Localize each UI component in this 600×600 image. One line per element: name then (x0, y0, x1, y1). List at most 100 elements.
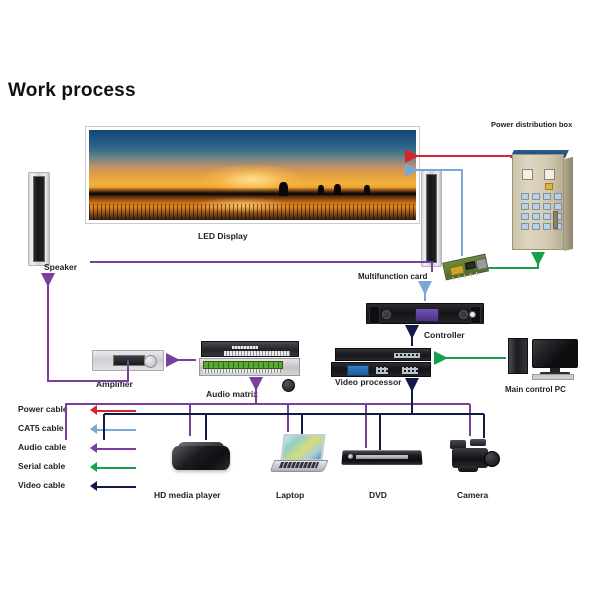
video-processor[interactable] (331, 348, 431, 378)
camera-body (452, 448, 488, 468)
laptop-keyboard (278, 462, 320, 468)
led-display-label: LED Display (198, 231, 248, 241)
legend-line (94, 410, 136, 412)
pin (464, 274, 466, 279)
breaker-switch[interactable] (554, 193, 562, 200)
volume-knob[interactable] (144, 355, 157, 368)
cabinet-side-panel (564, 157, 573, 251)
breaker-switch[interactable] (554, 203, 562, 210)
dvd-sensor (347, 454, 354, 459)
keyboard (532, 374, 574, 380)
multifunction-card-label: Multifunction card (358, 272, 428, 281)
arrow-left-icon (90, 424, 97, 434)
meter-gauge (544, 169, 555, 180)
breaker-switch[interactable] (532, 223, 540, 230)
control-knob[interactable] (459, 310, 468, 319)
breaker-switch[interactable] (521, 203, 529, 210)
camera-mic-hood (470, 439, 486, 446)
led-indicators (232, 346, 258, 349)
amplifier[interactable] (92, 350, 164, 371)
control-knob[interactable] (382, 310, 391, 319)
amplifier-display (113, 355, 145, 366)
speaker-grille (33, 176, 45, 262)
dvd-label: DVD (369, 490, 387, 500)
arrow-left-icon (90, 443, 97, 453)
controller-display (415, 308, 439, 322)
indicator-lamp (545, 183, 553, 190)
hd-media-player[interactable] (172, 440, 230, 472)
legend-label: CAT5 cable (18, 423, 64, 433)
port-array (224, 351, 290, 356)
monitor-base (540, 372, 570, 375)
breaker-switch[interactable] (543, 223, 551, 230)
port-array (376, 367, 388, 374)
legend-label: Video cable (18, 480, 66, 490)
breaker-switch[interactable] (543, 193, 551, 200)
laptop[interactable] (269, 434, 329, 474)
power-distribution-box[interactable] (510, 148, 574, 252)
legend-label: Serial cable (18, 461, 66, 471)
breaker-switch[interactable] (532, 213, 540, 220)
video-processor-upper-unit (335, 348, 431, 361)
camera-lens (484, 451, 500, 467)
dvd-tray (355, 455, 409, 459)
legend-line (94, 429, 136, 431)
amplifier-label: Amplifier (96, 379, 133, 389)
speaker-label: Speaker (44, 262, 78, 272)
camera[interactable] (448, 438, 502, 474)
pc-monitor (532, 339, 578, 368)
breaker-switch[interactable] (532, 193, 540, 200)
cabinet-door-handle[interactable] (553, 211, 558, 229)
audio-matrix[interactable] (199, 341, 300, 392)
video-processor-display (347, 365, 369, 376)
legend-line (94, 486, 136, 488)
speaker-right[interactable] (421, 170, 442, 267)
pin (469, 273, 472, 278)
bush-silhouette (278, 182, 288, 197)
arrow-left-icon (90, 405, 97, 415)
port-array (394, 353, 420, 358)
led-display[interactable] (85, 126, 420, 224)
dvd-player[interactable] (341, 450, 423, 470)
rack-ear (369, 306, 380, 324)
dvd-body (341, 450, 423, 465)
chip (464, 261, 476, 270)
breaker-switch[interactable] (521, 193, 529, 200)
camera-label: Camera (457, 490, 489, 500)
controller-label: Controller (424, 330, 465, 340)
bush-silhouette (317, 184, 324, 195)
led-display-content (89, 130, 416, 220)
pcb-board (442, 253, 489, 281)
connector (475, 257, 489, 271)
audio-matrix-upper-unit (201, 341, 299, 357)
legend-line (94, 467, 136, 469)
laptop-label: Laptop (276, 490, 305, 500)
pin (458, 275, 461, 280)
port-array (402, 367, 418, 374)
pc-tower (508, 338, 528, 374)
breaker-switch[interactable] (543, 203, 551, 210)
grass-silhouette (89, 203, 416, 220)
breaker-switch[interactable] (543, 213, 551, 220)
multifunction-card[interactable] (442, 253, 490, 285)
player-body (172, 446, 230, 470)
breaker-switch[interactable] (532, 203, 540, 210)
control-knob[interactable] (469, 311, 476, 318)
legend-label: Audio cable (18, 442, 67, 452)
main-control-pc[interactable] (508, 338, 582, 380)
cable-serial-to-power-box (488, 252, 545, 269)
hd-media-player-label: HD media player (154, 490, 221, 500)
legend-label: Power cable (18, 404, 68, 414)
breaker-switch[interactable] (521, 223, 529, 230)
control-dial[interactable] (282, 379, 295, 392)
terminal-block (203, 361, 283, 369)
arrow-left-icon (90, 462, 97, 472)
breaker-switch[interactable] (521, 213, 529, 220)
speaker-left[interactable] (28, 172, 50, 266)
cabinet-front-panel (512, 154, 564, 250)
laptop-screen (280, 434, 326, 461)
meter-gauge (522, 169, 533, 180)
speaker-grille (426, 174, 437, 263)
controller[interactable] (366, 303, 484, 324)
terminal-screws (203, 369, 281, 373)
